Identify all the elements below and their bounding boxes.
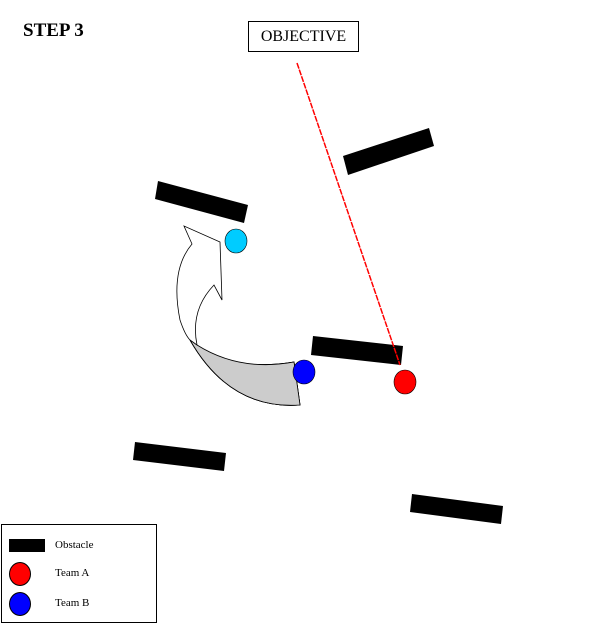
obstacle [155,181,248,223]
obstacle [343,128,434,175]
team-b-destination-marker [224,228,248,254]
obstacle-swatch-icon [9,539,45,552]
legend-label: Team A [55,567,90,579]
team-b-marker [292,359,316,385]
team-a-marker [393,369,417,395]
objective-box: OBJECTIVE [248,21,359,52]
legend-label: Team B [55,597,90,609]
obstacle [311,336,403,365]
team-a-swatch-icon [9,562,31,586]
line-of-sight [296,62,401,366]
obstacle [410,494,503,524]
team-b-swatch-icon [9,592,31,616]
movement-arrow-shadow-overlay [189,339,301,406]
legend: Obstacle Team A Team B [1,524,157,623]
legend-label: Obstacle [55,539,94,551]
step-title: STEP 3 [23,20,84,41]
obstacle [133,442,226,471]
objective-label: OBJECTIVE [260,27,347,45]
